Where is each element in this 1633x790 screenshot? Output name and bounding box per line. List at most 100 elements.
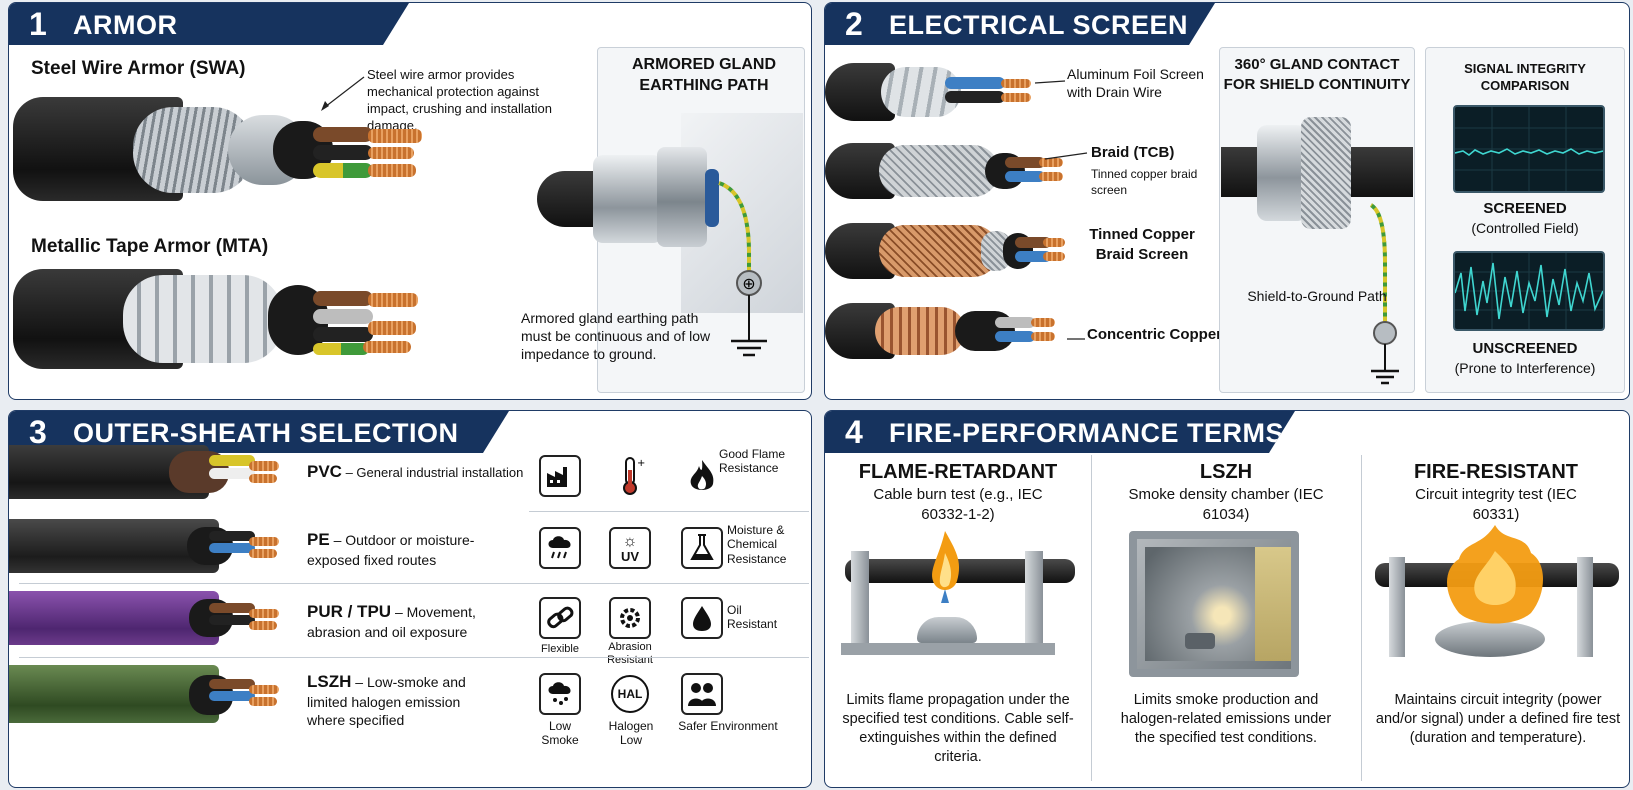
section-title: ELECTRICAL SCREEN [889, 10, 1189, 40]
uv-sun-icon: ☼ UV [609, 527, 651, 569]
foil-screen-label: Aluminum Foil Screen with Drain Wire [1067, 66, 1204, 101]
mta-cable-image [13, 261, 433, 379]
screened-scope [1453, 105, 1605, 193]
sheath-name: PUR / TPU [307, 602, 392, 621]
row-divider [19, 657, 809, 658]
braid-tcb-cable-image [825, 139, 1065, 203]
shield-gland-image [1221, 111, 1413, 241]
armor-panel: 1 ARMOR Steel Wire Armor (SWA) Steel wir… [8, 2, 812, 400]
fire-resistant-test-image [1365, 523, 1627, 673]
foil-screen-cable-image [825, 59, 1035, 125]
fire-col-sub: Smoke density chamber (IEC 61034) [1128, 486, 1324, 523]
unscreened-sub: (Prone to Interference) [1454, 360, 1596, 376]
section-number: 4 [845, 414, 863, 450]
sheath-desc: – Outdoor or moisture-exposed fixed rout… [307, 532, 475, 569]
sun-icon: ☼ [622, 532, 638, 550]
screen-header: 2 ELECTRICAL SCREEN [825, 3, 1215, 45]
safer-caption: Safer Environment [678, 719, 778, 733]
flask-icon [681, 527, 723, 569]
section-title: FIRE-PERFORMANCE TERMS [889, 418, 1284, 448]
smoke-chamber-image [1115, 523, 1305, 683]
fire-col-title: FIRE-RESISTANT [1413, 461, 1579, 483]
sheath-row-desc: LSZH – Low-smoke and limited halogen emi… [307, 671, 487, 729]
section-number: 2 [845, 6, 863, 42]
unscreened-label: UNSCREENED [1472, 340, 1578, 357]
flame-icon [932, 531, 960, 603]
flexible-caption: Flexible [541, 643, 579, 655]
sheath-row-desc: PUR / TPU – Movement, abrasion and oil e… [307, 601, 507, 641]
section-number: 1 [29, 6, 47, 42]
thermometer-icon: + [609, 455, 651, 497]
low-smoke-cloud-icon [539, 673, 581, 715]
sheath-desc: – Movement, abrasion and oil exposure [307, 604, 476, 641]
armor-header: 1 ARMOR [9, 3, 409, 45]
shield-ground-wire [1369, 203, 1399, 385]
concentric-label: Concentric Copper [1087, 326, 1223, 343]
sheath-row-cable-image [9, 441, 289, 503]
flame-caption: Good Flame Resistance [719, 447, 786, 476]
signal-title: SIGNAL INTEGRITY COMPARISON [1464, 61, 1586, 93]
unscreened-scope [1453, 251, 1605, 331]
low-smoke-caption: Low Smoke [541, 719, 579, 748]
screen-pointer-lines [1034, 80, 1088, 340]
hal-badge: HAL [611, 675, 649, 713]
screen-panel: 2 ELECTRICAL SCREEN Aluminum Foil Screen… [824, 2, 1630, 400]
oil-caption: Oil Resistant [727, 603, 778, 632]
braid-title: Braid (TCB) [1091, 144, 1175, 161]
tinned-braid-label: Tinned Copper Braid Screen [1089, 226, 1195, 263]
oil-drop-icon [681, 597, 723, 639]
section-number: 3 [29, 414, 47, 450]
sheath-row-cable-image [9, 587, 289, 649]
screened-sub: (Controlled Field) [1471, 220, 1579, 236]
sheath-name: PVC [307, 462, 342, 481]
uv-label: UV [620, 548, 640, 564]
section-title: ARMOR [73, 10, 178, 40]
sheath-row-cable-image [9, 515, 289, 577]
column-divider [1091, 455, 1092, 781]
halogen-icon: HAL [609, 673, 651, 715]
sheath-row-desc: PE – Outdoor or moisture-exposed fixed r… [307, 529, 507, 569]
abrasion-caption: Abrasion Resistant [607, 641, 653, 667]
fire-col-sub: Cable burn test (e.g., IEC 60332-1-2) [873, 486, 1043, 523]
braid-subtitle: Tinned copper braid screen [1091, 167, 1198, 197]
flame-icon [681, 455, 723, 497]
fire-panel: 4 FIRE-PERFORMANCE TERMS FLAME-RETARDANT… [824, 410, 1630, 788]
sheath-row-desc: PVC – General industrial installation [307, 461, 527, 483]
svg-text:+: + [637, 458, 645, 469]
halogen-caption: Halogen Low [608, 719, 654, 748]
mta-title: Metallic Tape Armor (MTA) [31, 236, 269, 257]
screened-label: SCREENED [1483, 200, 1567, 217]
earth-wire: ⊕ [718, 181, 767, 357]
sheath-row-cable-image [9, 661, 289, 727]
row-divider [19, 583, 809, 584]
chem-caption: Moisture & Chemical Resistance [727, 523, 787, 566]
armored-gland-image [537, 143, 767, 253]
fire-col-desc: Maintains circuit integrity (power and/o… [1375, 692, 1621, 746]
swa-title: Steel Wire Armor (SWA) [31, 58, 246, 79]
large-flame-icon [1447, 525, 1543, 624]
gland-title: ARMORED GLAND EARTHING PATH [632, 56, 776, 94]
people-icon [681, 673, 723, 715]
fire-col-desc: Limits flame propagation under the speci… [842, 692, 1074, 765]
shield-path-label: Shield-to-Ground Path [1247, 288, 1387, 304]
signal-subpanel [1425, 47, 1625, 393]
gland-note: Armored gland earthing path must be cont… [521, 310, 711, 363]
concentric-cable-image [825, 299, 1065, 363]
factory-icon [539, 455, 581, 497]
gland-contact-title: 360° GLAND CONTACT FOR SHIELD CONTINUITY [1223, 56, 1411, 93]
fire-col-desc: Limits smoke production and halogen-rela… [1120, 692, 1332, 746]
swa-cable-image [13, 89, 433, 209]
sheath-name: LSZH [307, 672, 352, 691]
fire-header: 4 FIRE-PERFORMANCE TERMS [825, 411, 1295, 453]
gear-icon [609, 597, 651, 639]
svg-text:⊕: ⊕ [742, 274, 755, 293]
section-title: OUTER-SHEATH SELECTION [73, 418, 459, 448]
sheath-desc: – Low-smoke and limited halogen emission… [307, 674, 466, 729]
flame-retardant-test-image [825, 531, 1091, 673]
sheath-name: PE [307, 530, 330, 549]
sheath-panel: 3 OUTER-SHEATH SELECTION PVC – General i… [8, 410, 812, 788]
fire-col-sub: Circuit integrity test (IEC 60331) [1415, 486, 1577, 523]
fire-col-title: LSZH [1199, 461, 1253, 483]
sheath-desc: – General industrial installation [345, 465, 524, 480]
rain-cloud-icon [539, 527, 581, 569]
